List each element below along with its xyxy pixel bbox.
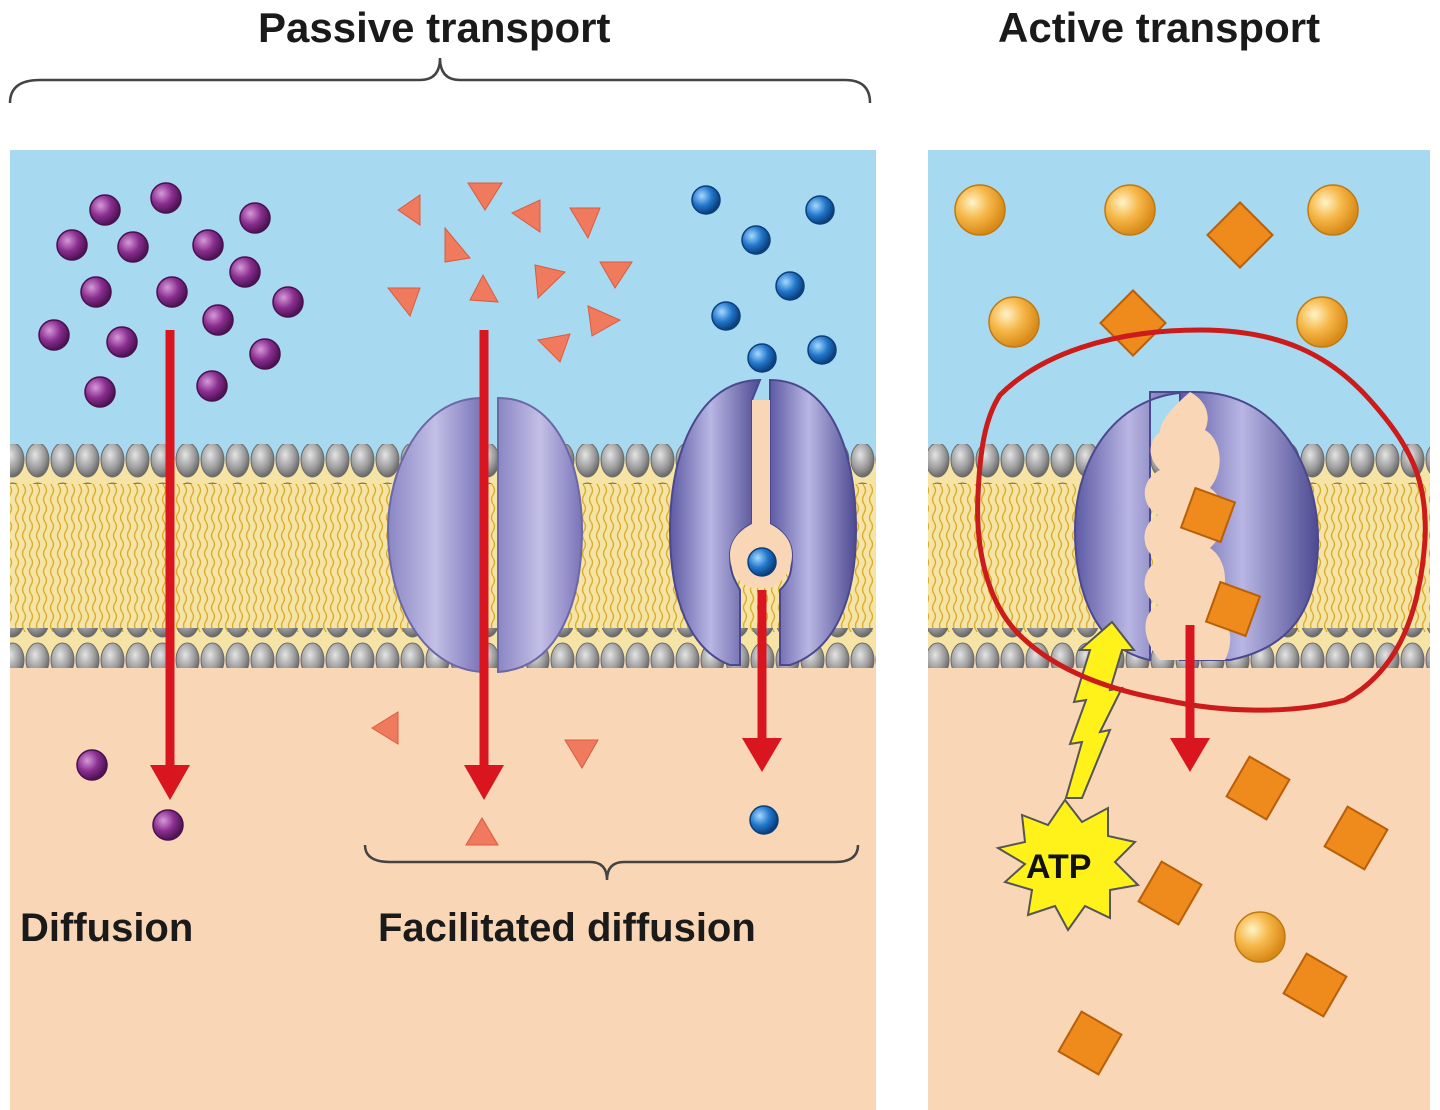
diffusion-arrow xyxy=(150,330,190,800)
channel-arrow xyxy=(464,330,504,800)
passive-bracket xyxy=(8,57,872,104)
carrier-arrow xyxy=(742,590,782,772)
active-transport-title: Active transport xyxy=(998,4,1321,51)
carrier-protein xyxy=(668,378,858,666)
active-spheres xyxy=(954,184,1359,963)
channel-molecules xyxy=(371,182,633,846)
atp-label: ATP xyxy=(1026,848,1092,886)
passive-transport-title: Passive transport xyxy=(258,4,611,51)
facilitated-bracket xyxy=(363,844,860,881)
intracellular-region xyxy=(10,655,876,1110)
atp-burst xyxy=(995,798,1141,932)
facilitated-diffusion-label: Facilitated diffusion xyxy=(378,906,756,950)
pump-arrow xyxy=(1170,625,1210,772)
diffusion-label: Diffusion xyxy=(20,906,194,950)
diffusing-molecules xyxy=(38,182,304,841)
annotation-circle xyxy=(975,327,1428,713)
active-diamonds xyxy=(1057,201,1389,1076)
channel-protein xyxy=(386,396,584,674)
carrier-molecules xyxy=(691,185,837,835)
